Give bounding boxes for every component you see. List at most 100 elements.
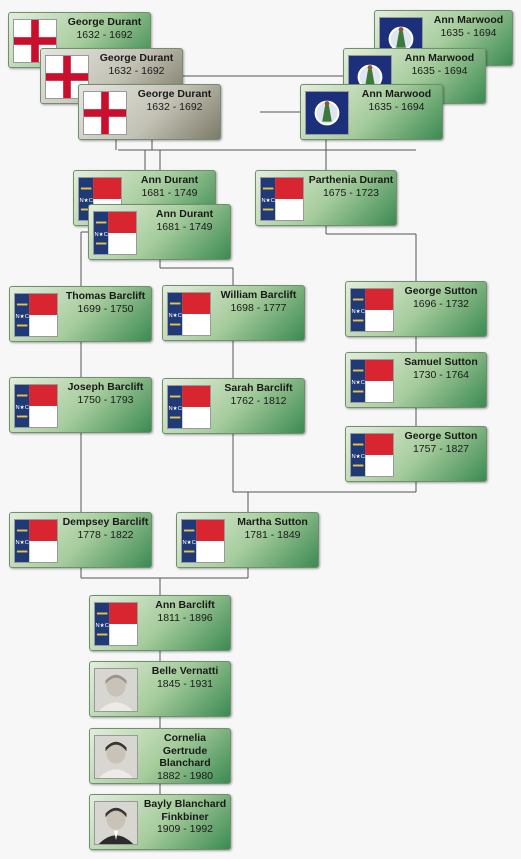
person-name: Ann Durant [155, 208, 214, 220]
person-dates: 1699 - 1750 [77, 302, 134, 315]
person-dates: 1778 - 1822 [77, 528, 134, 541]
person-name: Ann Marwood [433, 14, 504, 26]
person-dates: 1632 - 1692 [76, 28, 133, 41]
svg-text:N★C: N★C [351, 453, 364, 460]
svg-text:N★C: N★C [351, 379, 364, 386]
north-carolina-flag-icon: N★C [350, 433, 394, 477]
person-name: Ann Marwood [404, 52, 475, 64]
north-carolina-flag-icon: N★C [260, 177, 304, 221]
person-name: Bayly Blanchard Finkbiner [143, 798, 227, 823]
person-dates: 1811 - 1896 [157, 611, 213, 624]
person-name: George Sutton [404, 285, 478, 297]
portrait-photo [94, 735, 138, 779]
svg-text:N★C: N★C [15, 313, 28, 320]
svg-text:N★C: N★C [182, 539, 195, 546]
person-dates: 1845 - 1931 [156, 677, 214, 690]
person-dates: 1681 - 1749 [141, 186, 198, 199]
person-dates: 1696 - 1732 [412, 297, 470, 310]
north-carolina-flag-icon: N★C [350, 359, 394, 403]
north-carolina-flag-icon: N★C [181, 519, 225, 563]
person-dates: 1698 - 1777 [230, 301, 287, 314]
person-dates: 1757 - 1827 [412, 442, 470, 455]
svg-text:N★C: N★C [94, 231, 107, 238]
svg-text:N★C: N★C [261, 197, 274, 204]
person-dates: 1635 - 1694 [411, 64, 468, 77]
person-name: Ann Durant [140, 174, 199, 186]
person-name: William Barclift [220, 289, 297, 301]
svg-text:N★C: N★C [15, 539, 28, 546]
portrait-photo [94, 801, 138, 845]
england-flag-icon [13, 19, 57, 63]
person-name: Ann Barclift [155, 599, 215, 611]
svg-text:N★C: N★C [15, 404, 28, 411]
person-dates: 1730 - 1764 [412, 368, 470, 381]
person-name: Sarah Barclift [224, 382, 293, 394]
svg-text:N★C: N★C [79, 197, 92, 204]
person-dates: 1675 - 1723 [322, 186, 380, 199]
person-name: Ann Marwood [361, 88, 432, 100]
person-dates: 1781 - 1849 [244, 528, 301, 541]
person-dates: 1632 - 1692 [146, 100, 203, 113]
north-carolina-flag-icon: N★C [93, 211, 137, 255]
person-name: Joseph Barclift [67, 381, 144, 393]
north-carolina-flag-icon: N★C [94, 602, 138, 646]
person-dates: 1762 - 1812 [230, 394, 287, 407]
person-dates: 1750 - 1793 [77, 393, 134, 406]
person-dates: 1681 - 1749 [156, 220, 213, 233]
north-carolina-flag-icon: N★C [350, 288, 394, 332]
virginia-flag-icon [305, 91, 349, 135]
england-flag-icon [83, 91, 127, 135]
person-dates: 1909 - 1992 [156, 823, 214, 835]
person-name: Thomas Barclift [65, 290, 146, 302]
person-dates: 1635 - 1694 [440, 26, 497, 39]
person-name: Cornelia Gertrude Blanchard [159, 732, 211, 769]
person-name: Parthenia Durant [308, 174, 394, 186]
north-carolina-flag-icon: N★C [14, 384, 58, 428]
person-dates: 1635 - 1694 [368, 100, 425, 113]
svg-text:N★C: N★C [351, 308, 364, 315]
person-name: Samuel Sutton [404, 356, 478, 368]
person-dates: 1882 - 1980 [156, 769, 214, 782]
portrait-photo [94, 668, 138, 712]
person-name: George Sutton [404, 430, 478, 442]
svg-text:N★C: N★C [168, 405, 181, 412]
